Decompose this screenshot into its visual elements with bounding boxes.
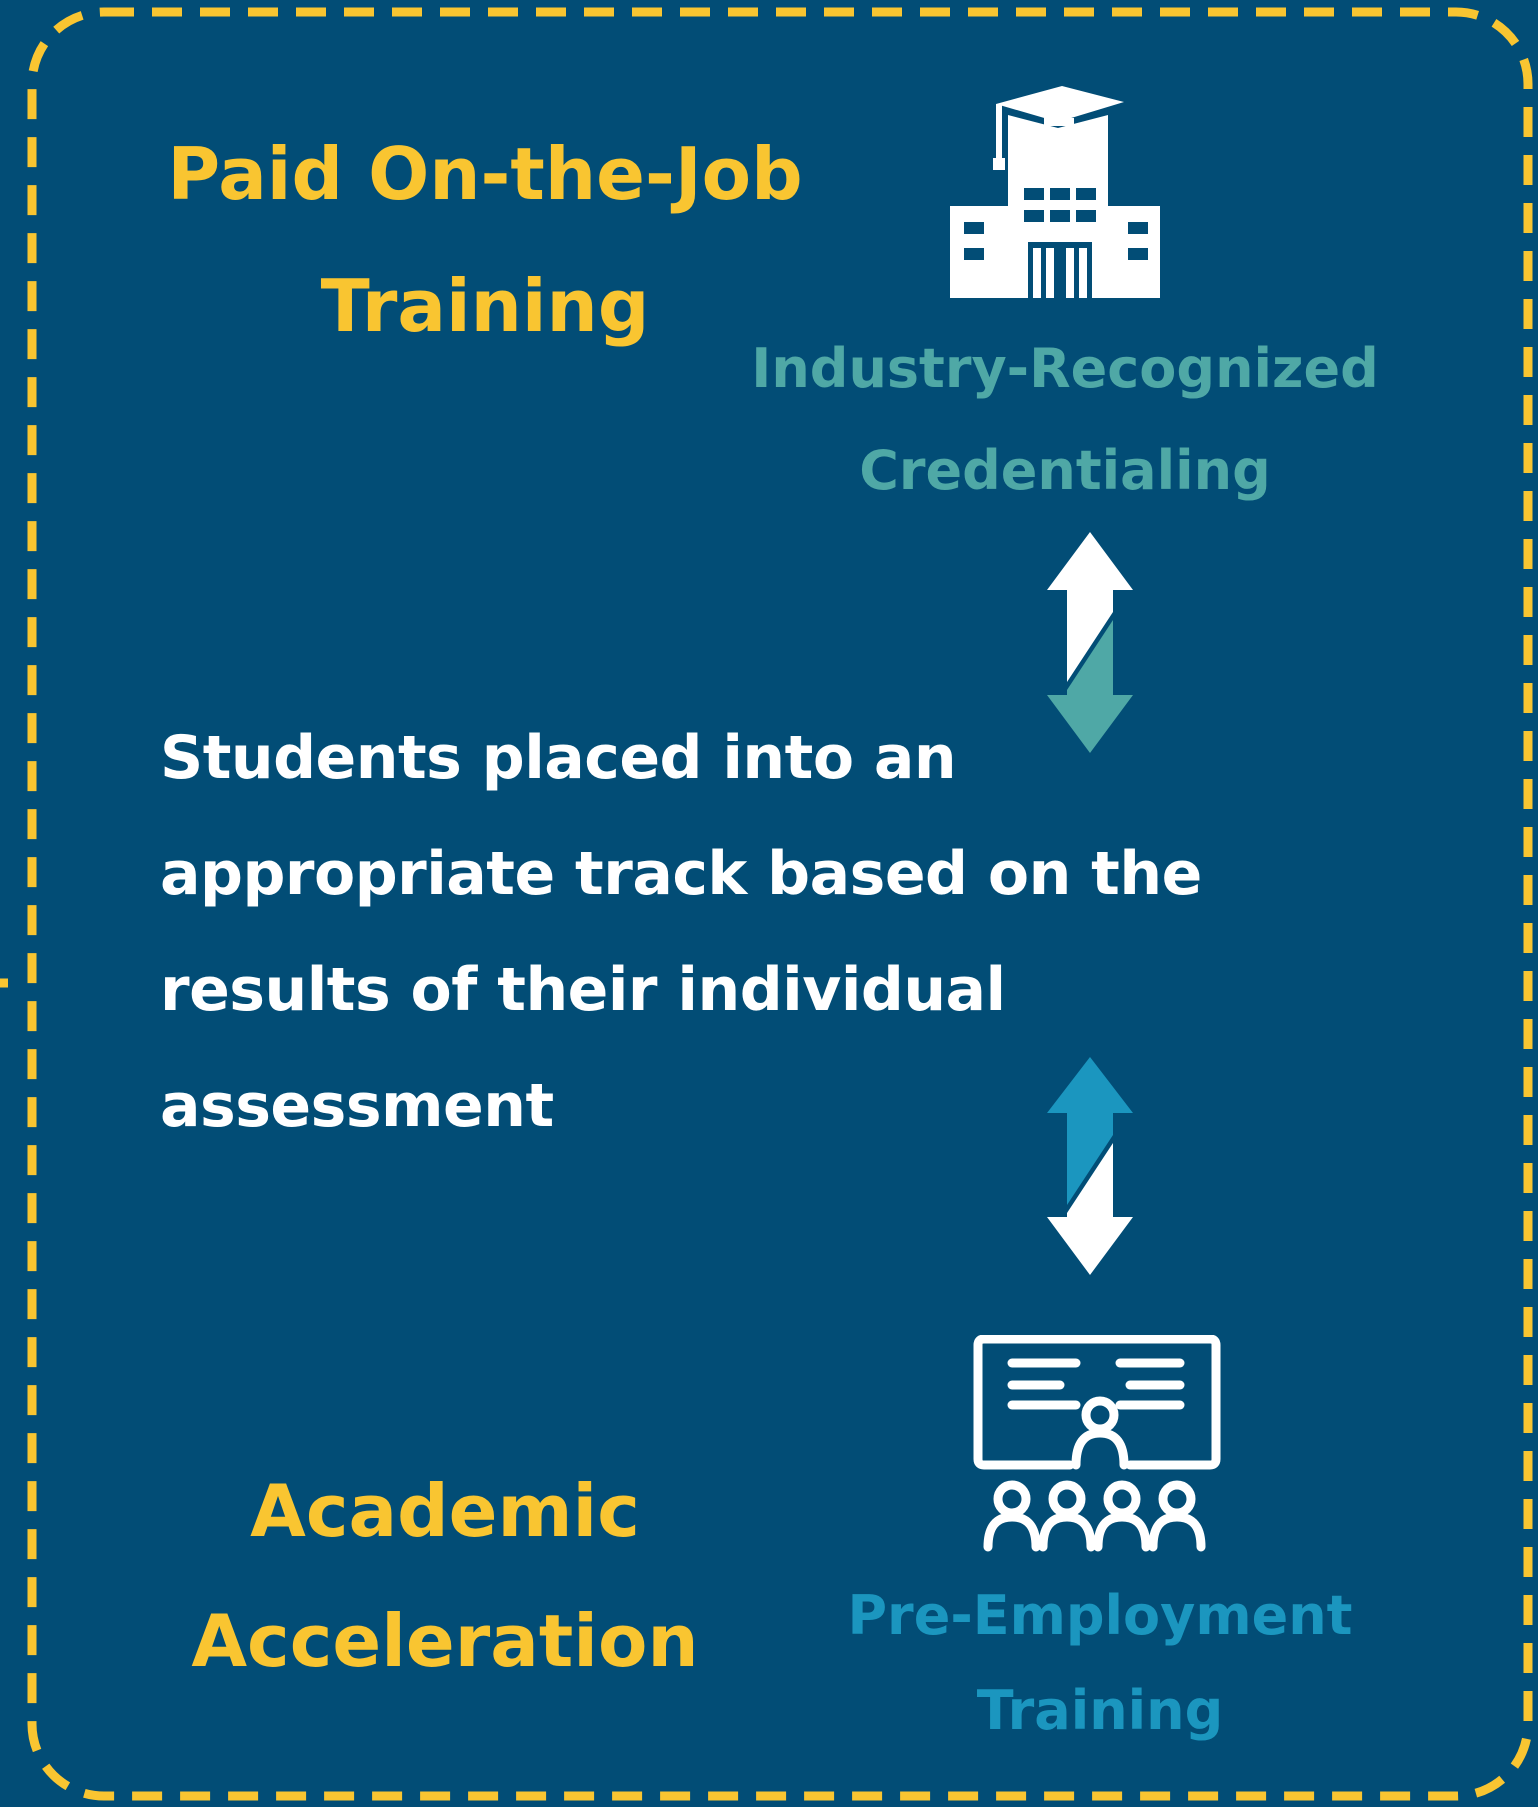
double-arrow-icon <box>1047 532 1133 753</box>
graduation-building-icon <box>950 86 1160 298</box>
credentialing-label: Industry-Recognized Credentialing <box>751 337 1379 502</box>
academic-acceleration-label: Academic Acceleration <box>191 1469 699 1683</box>
paid-training-label: Paid On-the-Job Training <box>167 132 803 348</box>
classroom-presentation-icon <box>973 1335 1221 1552</box>
double-arrow-icon <box>1047 1057 1133 1275</box>
pre-employment-label: Pre-Employment Training <box>847 1584 1353 1742</box>
center-description: Students placed into an appropriate trac… <box>160 723 1202 1141</box>
